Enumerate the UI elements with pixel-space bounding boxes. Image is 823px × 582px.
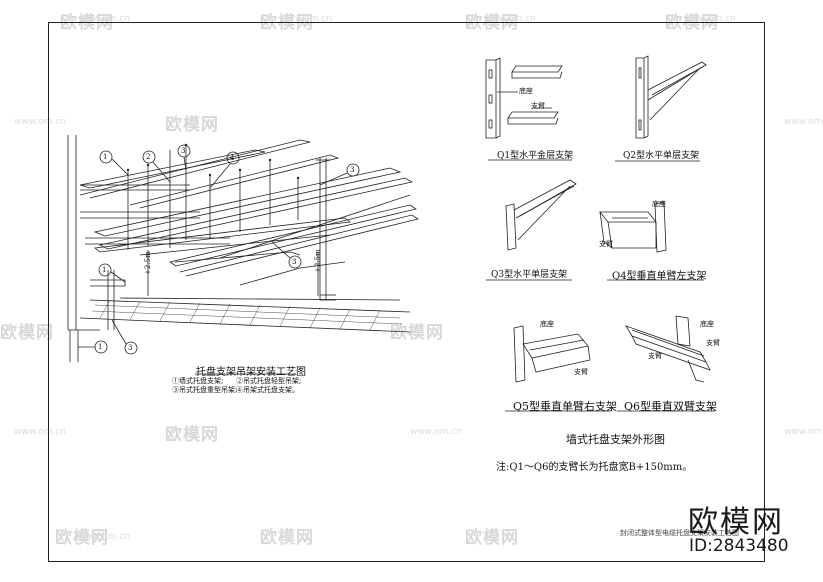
watermark-text: 欧模网 (260, 528, 314, 548)
bracket-q4 (599, 201, 667, 253)
q6-arm-label: 支臂 (648, 352, 662, 360)
q1-arm-label: 支臂 (531, 102, 545, 110)
callout-9: 3 (128, 344, 133, 352)
watermark-url: www.om.cn (684, 14, 736, 24)
watermark-text: 欧模网 (465, 13, 519, 33)
bracket-q1 (485, 57, 563, 139)
watermark-text: 欧模网 (260, 13, 314, 33)
watermark-text: 欧模网 (665, 13, 719, 33)
bracket-q6 (625, 315, 711, 383)
watermark-text: 欧模网 (55, 528, 109, 548)
watermark-text: 欧模网 (60, 13, 114, 33)
dimension-label: +2.5m (314, 249, 322, 273)
watermark-url: www.om.cn (78, 532, 130, 542)
q1-base-label: 底座 (519, 87, 533, 95)
drawing-frame (48, 22, 765, 562)
section-title: 墙式托盘支架外形图 (566, 433, 665, 446)
bracket-q3 (505, 179, 577, 251)
bracket-q5 (513, 325, 591, 383)
note-text: 注:Q1～Q6的支臂长为托盘宽B+150mm。 (496, 462, 693, 473)
q3-caption: Q3型水平单层支架 (491, 270, 568, 280)
callout-2: 2 (146, 153, 151, 161)
watermark-text: 欧模网 (0, 323, 54, 343)
legend-item: ①墙式托盘支架; (172, 377, 224, 385)
watermark-url: www.om.cn (78, 14, 130, 24)
callout-4: 4 (230, 154, 235, 162)
callout-8: 1 (98, 343, 103, 351)
q4-base-label: 底座 (652, 200, 666, 208)
watermark-url: www.om.cn (280, 14, 332, 24)
q1-caption: Q1型水平金层支架 (497, 151, 574, 161)
installation-diagram (67, 135, 419, 362)
callout-5: 1 (102, 266, 107, 274)
watermark-url: www.om.cn (14, 427, 66, 437)
q6-base-label: 底座 (700, 320, 714, 328)
q2-caption: Q2型水平单层支架 (623, 151, 700, 161)
brand-logo-text: 欧模网 (688, 505, 784, 540)
watermark-text: 欧模网 (465, 528, 519, 548)
footer-title: 封闭式整体型电缆托盘支架安装工艺图 (620, 529, 739, 537)
watermark-text: 欧模网 (390, 323, 444, 343)
q4-arm-label: 支臂 (599, 240, 613, 248)
callout-1: 1 (103, 153, 108, 161)
watermark-url: www.om.cn (14, 117, 66, 127)
legend-item: ④吊架式托盘支架。 (236, 386, 299, 394)
bracket-q2 (635, 55, 707, 139)
q6-arm-label-2: 支臂 (706, 339, 720, 347)
callout-6: 3 (350, 166, 355, 174)
watermark-text: 欧模网 (165, 115, 219, 135)
watermark-url: www.om.cn (484, 14, 536, 24)
callout-7: 3 (292, 258, 297, 266)
legend-item: ②吊式托盘轻型吊架; (236, 377, 302, 385)
q6-caption: Q6型垂直双臂支架 (624, 400, 718, 413)
installation-caption: 托盘支架吊架安装工艺图 (196, 367, 306, 378)
q5-base-label: 底座 (540, 320, 554, 328)
q4-caption: Q4型垂直单臂左支架 (612, 271, 707, 282)
callout-3: 3 (181, 147, 186, 155)
legend-item: ③吊式托盘重型吊架; (172, 386, 238, 394)
brand-id: ID:2843480 (689, 536, 789, 556)
watermark-url: www.om.cn (784, 117, 823, 127)
watermark-url: www.om.cn (784, 427, 823, 437)
watermark-text: 欧模网 (165, 425, 219, 445)
dimension-label: +2.5m (144, 251, 152, 275)
q5-arm-label: 支臂 (574, 368, 588, 376)
watermark-url: www.om.cn (410, 427, 462, 437)
q5-caption: Q5型垂直单臂右支架 (513, 400, 618, 413)
